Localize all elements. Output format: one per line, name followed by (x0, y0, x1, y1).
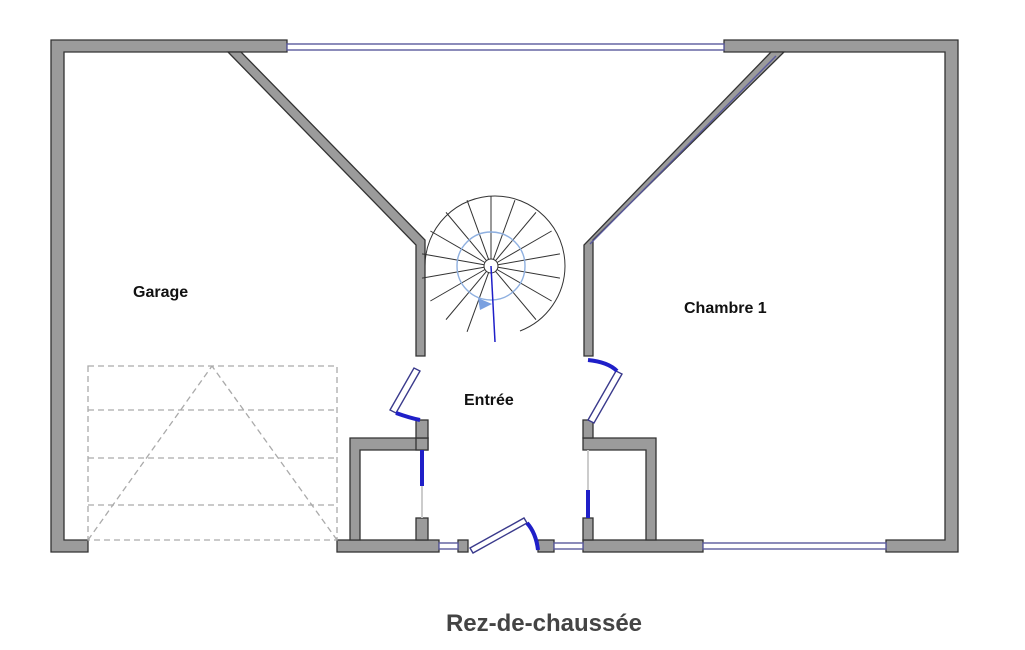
door-chambre-entry (587, 358, 623, 424)
left-closet (349, 437, 429, 541)
floor-caption: Rez-de-chaussée (446, 610, 642, 637)
stair-tread (466, 200, 490, 260)
stair-tread (421, 266, 485, 279)
diagonal-right-wall (583, 51, 786, 357)
stair-tread (430, 269, 486, 302)
stair-tread (495, 212, 537, 261)
right-closet (582, 419, 657, 541)
bottom-entry-window (438, 542, 584, 550)
door-garage-entry (389, 367, 429, 439)
stair-tread (421, 253, 485, 266)
stair-tread (496, 230, 552, 263)
stair-tread (495, 271, 537, 320)
stair-tread (430, 230, 486, 263)
diagonal-left-wall (226, 51, 426, 357)
stair-tread (445, 212, 487, 261)
garage-door-outline (87, 365, 338, 541)
stair-tread (497, 253, 561, 266)
stair-tread (466, 272, 490, 332)
spiral-staircase (421, 195, 566, 343)
stair-tread (497, 266, 561, 279)
stair-tread (445, 271, 487, 320)
room-label-entree: Entrée (464, 392, 514, 409)
top-window (286, 43, 725, 51)
outer-walls (50, 39, 959, 553)
bottom-right-window (702, 542, 887, 550)
stair-tread (492, 200, 516, 260)
room-label-garage: Garage (133, 284, 188, 301)
room-label-chambre: Chambre 1 (684, 300, 767, 317)
stair-tread (496, 269, 552, 302)
door-front-entry (469, 517, 540, 554)
